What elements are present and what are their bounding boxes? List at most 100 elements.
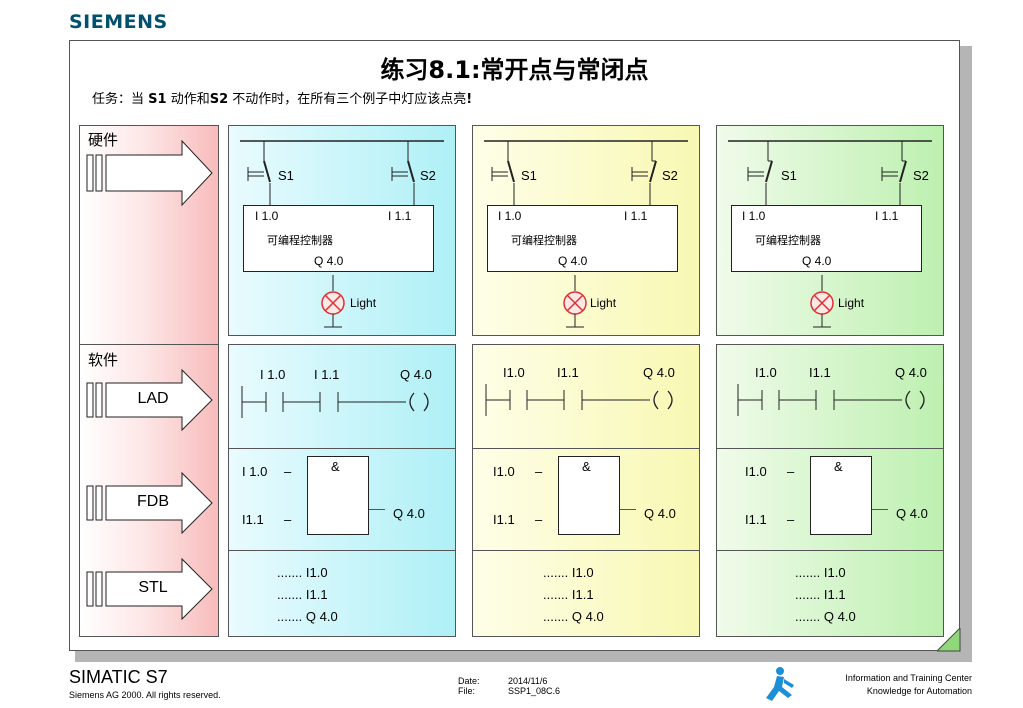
example2-light-label: Light xyxy=(590,296,617,310)
siemens-logo: SIEMENS xyxy=(69,11,168,33)
date-value: 2014/11/6 xyxy=(508,676,548,686)
software-label: 软件 xyxy=(88,351,119,369)
example1-divider-1 xyxy=(228,448,456,449)
example3-light-label: Light xyxy=(838,296,865,310)
example1-hardware-diagram xyxy=(240,140,444,328)
example2-fdb-and: & xyxy=(582,459,591,474)
stl-arrow-icon xyxy=(86,557,213,621)
example3-lad-b: I1.1 xyxy=(809,365,831,380)
lad-arrow-label: LAD xyxy=(137,390,169,407)
example1-stl-2: ....... I1.1 xyxy=(277,587,328,602)
file-info: Date: 2014/11/6 File: SSP1_08C.6 xyxy=(458,676,560,696)
training-center-logo-icon xyxy=(766,667,794,701)
example1-light-label: Light xyxy=(350,296,377,310)
example2-lad-b: I1.1 xyxy=(557,365,579,380)
example3-divider-1 xyxy=(716,448,944,449)
example1-plc-label: 可编程控制器 xyxy=(267,234,333,247)
example2-fdb-dash-b: – xyxy=(535,512,543,527)
hardware-arrow-icon xyxy=(86,139,213,207)
example2-fdb-b: I1.1 xyxy=(493,512,515,527)
example2-plc-in1: I 1.0 xyxy=(498,209,522,223)
example1-stl-1: ....... I1.0 xyxy=(277,565,328,580)
example2-fdb-a: I1.0 xyxy=(493,464,515,479)
stl-arrow-label: STL xyxy=(138,579,168,596)
example1-fdb-a: I 1.0 xyxy=(242,464,268,479)
example1-lad-out: Q 4.0 xyxy=(400,367,432,382)
example1-fdb-and: & xyxy=(331,459,340,474)
example3-s1-label: S1 xyxy=(781,168,797,183)
page-fold-icon xyxy=(937,628,961,652)
example1-stl-3: ....... Q 4.0 xyxy=(277,609,338,624)
example2-lad-out: Q 4.0 xyxy=(643,365,675,380)
example1-plc-out: Q 4.0 xyxy=(314,254,344,268)
example3-lad-diagram xyxy=(737,384,925,416)
example1-plc-in2: I 1.1 xyxy=(388,209,412,223)
example3-fdb-dash-b: – xyxy=(787,512,795,527)
example3-fdb-out: Q 4.0 xyxy=(896,506,928,521)
example2-fdb-and-box xyxy=(558,456,620,535)
example2-lad-diagram xyxy=(485,384,673,416)
example3-plc-box xyxy=(731,205,922,272)
left-column xyxy=(79,125,219,637)
example1-lad-a: I 1.0 xyxy=(260,367,286,382)
left-divider xyxy=(79,344,219,345)
example3-fdb-and-box xyxy=(810,456,872,535)
example3-fdb-a: I1.0 xyxy=(745,464,767,479)
example1-divider-2 xyxy=(228,550,456,551)
example2-s2-label: S2 xyxy=(662,168,678,183)
example3-fdb-and: & xyxy=(834,459,843,474)
example3-plc-in2: I 1.1 xyxy=(875,209,899,223)
file-label: File: xyxy=(458,686,476,696)
page-title: 练习8.1:常开点与常闭点 xyxy=(380,56,649,84)
example1-plc-box xyxy=(243,205,434,272)
example3-stl-3: ....... Q 4.0 xyxy=(795,609,856,624)
example3-stl-2: ....... I1.1 xyxy=(795,587,846,602)
example1-s2-label: S2 xyxy=(420,168,436,183)
fdb-arrow-icon xyxy=(86,471,213,535)
example1-fdb-out-line xyxy=(369,509,385,510)
example1-s1-label: S1 xyxy=(278,168,294,183)
example2-fdb-out-line xyxy=(620,509,636,510)
example2-plc-in2: I 1.1 xyxy=(624,209,648,223)
date-label: Date: xyxy=(458,676,480,686)
example1-lad-diagram xyxy=(241,386,429,418)
example2-divider-1 xyxy=(472,448,700,449)
example3-fdb-out-line xyxy=(872,509,888,510)
training-center-line2: Knowledge for Automation xyxy=(866,686,972,696)
example3-fdb-dash-a: – xyxy=(787,464,795,479)
training-center-line1: Information and Training Center xyxy=(845,673,972,683)
example2-hardware-diagram xyxy=(484,140,688,328)
example1-fdb-and-box xyxy=(307,456,369,535)
example2-stl-3: ....... Q 4.0 xyxy=(543,609,604,624)
example2-divider-2 xyxy=(472,550,700,551)
example3-lad-out: Q 4.0 xyxy=(895,365,927,380)
example3-plc-in1: I 1.0 xyxy=(742,209,766,223)
example1-fdb-dash-a: – xyxy=(284,464,292,479)
example1-plc-in1: I 1.0 xyxy=(255,209,279,223)
example3-lad-a: I1.0 xyxy=(755,365,777,380)
product-name: SIMATIC S7 xyxy=(69,667,168,687)
example2-stl-1: ....... I1.0 xyxy=(543,565,594,580)
example3-stl-1: ....... I1.0 xyxy=(795,565,846,580)
example2-plc-label: 可编程控制器 xyxy=(511,234,577,247)
hardware-label: 硬件 xyxy=(88,131,119,149)
example2-plc-box xyxy=(487,205,678,272)
example2-lad-a: I1.0 xyxy=(503,365,525,380)
example3-plc-out: Q 4.0 xyxy=(802,254,832,268)
example1-fdb-dash-b: – xyxy=(284,512,292,527)
training-center-info: Information and Training Center Knowledg… xyxy=(800,672,972,698)
fdb-arrow-label: FDB xyxy=(137,493,169,510)
example1-lad-b: I 1.1 xyxy=(314,367,340,382)
example2-fdb-out: Q 4.0 xyxy=(644,506,676,521)
example1-fdb-out: Q 4.0 xyxy=(393,506,425,521)
example2-s1-label: S1 xyxy=(521,168,537,183)
lad-arrow-icon xyxy=(86,368,213,432)
task-text: 任务：当 S1 动作和S2 不动作时，在所有三个例子中灯应该点亮! xyxy=(92,92,473,107)
example2-stl-2: ....... I1.1 xyxy=(543,587,594,602)
example2-fdb-dash-a: – xyxy=(535,464,543,479)
example3-fdb-b: I1.1 xyxy=(745,512,767,527)
copyright: Siemens AG 2000. All rights reserved. xyxy=(69,690,221,700)
example3-hardware-diagram xyxy=(728,140,932,328)
file-value: SSP1_08C.6 xyxy=(508,686,561,696)
example2-plc-out: Q 4.0 xyxy=(558,254,588,268)
